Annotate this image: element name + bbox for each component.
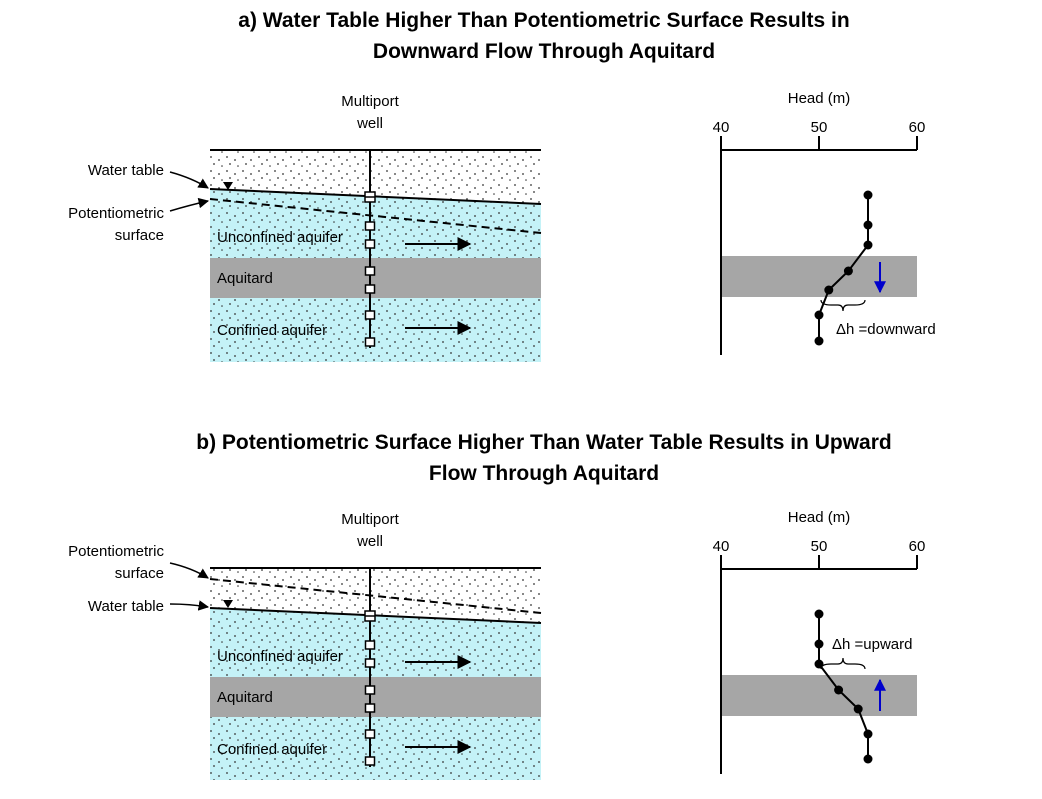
panel-a-well-port — [364, 239, 376, 249]
panel-b-head-tick-label: 50 — [811, 538, 828, 555]
panel-a-well-port — [364, 266, 376, 276]
panel-a-well-port — [364, 310, 376, 320]
panel-a: a) Water Table Higher Than Potentiometri… — [68, 9, 936, 362]
panel-b-plot-aquitard-band — [721, 675, 917, 716]
panel-a-title-line2: Downward Flow Through Aquitard — [373, 40, 715, 63]
panel-b-unconfined-label: Unconfined aquifer — [217, 648, 343, 665]
panel-a-head-point — [863, 220, 873, 230]
panel-a-delta-h-label: Δh =downward — [836, 321, 936, 338]
panel-b-sediment-dots — [210, 568, 541, 780]
panel-a-well-port — [364, 284, 376, 294]
panel-a-head-point — [824, 285, 834, 295]
panel-b-water-table-label: Water table — [88, 598, 164, 615]
panel-b-title-line1: b) Potentiometric Surface Higher Than Wa… — [196, 431, 891, 454]
panel-b-well-port — [364, 756, 376, 766]
panel-a-head-point — [843, 266, 853, 276]
panel-b-well-label-line1: Multiport — [341, 511, 399, 528]
panel-a-water-table-pointer — [169, 171, 209, 189]
panel-a-head-tick-label: 40 — [713, 119, 730, 136]
panel-a-head-tick-label: 60 — [909, 119, 926, 136]
panel-a-water-table-symbol — [223, 182, 233, 190]
panel-a-head-point — [863, 240, 873, 250]
panel-a-well-label-line1: Multiport — [341, 93, 399, 110]
panel-b-delta-h-label: Δh =upward — [832, 636, 913, 653]
panel-a-potentiometric-line — [209, 198, 542, 234]
panel-a-head-plot: Head (m) 40 50 60 Δh =downward — [713, 90, 936, 355]
panel-a-aquitard-label: Aquitard — [217, 270, 273, 287]
panel-b-potentiometric-label-line2: surface — [115, 565, 164, 582]
panel-b-head-point — [814, 639, 824, 649]
panel-a-unconfined-label: Unconfined aquifer — [217, 229, 343, 246]
panel-a-head-axis-title: Head (m) — [788, 90, 851, 107]
panel-b-potentiometric-label-line1: Potentiometric — [68, 543, 164, 560]
panel-a-potentiometric-label-line2: surface — [115, 227, 164, 244]
panel-a-well-port — [364, 337, 376, 347]
panel-a-delta-h-brace — [820, 299, 866, 312]
panel-b-head-tick-label: 40 — [713, 538, 730, 555]
panel-b-water-table-symbol — [223, 600, 233, 608]
panel-b-head-tick-label: 60 — [909, 538, 926, 555]
panel-a-plot-aquitard-band — [721, 256, 917, 297]
panel-a-well-label-line2: well — [356, 115, 383, 132]
panel-a-cross-section: Unconfined aquifer Aquitard Confined aqu… — [209, 149, 542, 362]
panel-b-cross-section: Unconfined aquifer Aquitard Confined aqu… — [209, 567, 542, 780]
panel-b-water-table-pointer — [169, 600, 210, 611]
panel-b-head-axis-title: Head (m) — [788, 509, 851, 526]
panel-b-head-plot: Head (m) 40 50 60 Δh =upward — [713, 509, 926, 774]
panel-a-head-point — [814, 310, 824, 320]
panel-b-head-point — [814, 609, 824, 619]
panel-a-head-point — [814, 336, 824, 346]
panel-b-head-point — [834, 685, 844, 695]
panel-b-head-point — [814, 659, 824, 669]
panel-b-confined-label: Confined aquifer — [217, 741, 327, 758]
panel-b: b) Potentiometric Surface Higher Than Wa… — [68, 431, 925, 780]
panel-a-water-table-label: Water table — [88, 162, 164, 179]
panel-b-well-label-line2: well — [356, 533, 383, 550]
panel-b-potentiometric-pointer — [169, 562, 209, 579]
panel-a-well-port — [364, 221, 376, 231]
panel-b-head-point — [863, 729, 873, 739]
panel-b-well-port — [364, 703, 376, 713]
panel-a-title-line1: a) Water Table Higher Than Potentiometri… — [238, 9, 849, 32]
panel-b-aquitard-label: Aquitard — [217, 689, 273, 706]
panel-b-well-port — [364, 640, 376, 650]
panel-b-well-port — [364, 658, 376, 668]
panel-b-potentiometric-line — [209, 578, 542, 614]
panel-a-head-tick-label: 50 — [811, 119, 828, 136]
panel-a-sediment-dots — [210, 150, 541, 362]
panel-b-head-point — [863, 754, 873, 764]
panel-a-aquitard — [210, 258, 541, 298]
panel-b-well-port — [364, 729, 376, 739]
panel-b-head-point — [853, 704, 863, 714]
panel-b-title-line2: Flow Through Aquitard — [429, 462, 659, 485]
panel-b-delta-h-brace — [820, 657, 866, 670]
panel-a-confined-label: Confined aquifer — [217, 322, 327, 339]
panel-b-well-port — [364, 685, 376, 695]
panel-b-aquitard — [210, 677, 541, 717]
panel-a-potentiometric-label-line1: Potentiometric — [68, 205, 164, 222]
panel-a-head-point — [863, 190, 873, 200]
panel-a-potentiometric-pointer — [169, 197, 210, 212]
